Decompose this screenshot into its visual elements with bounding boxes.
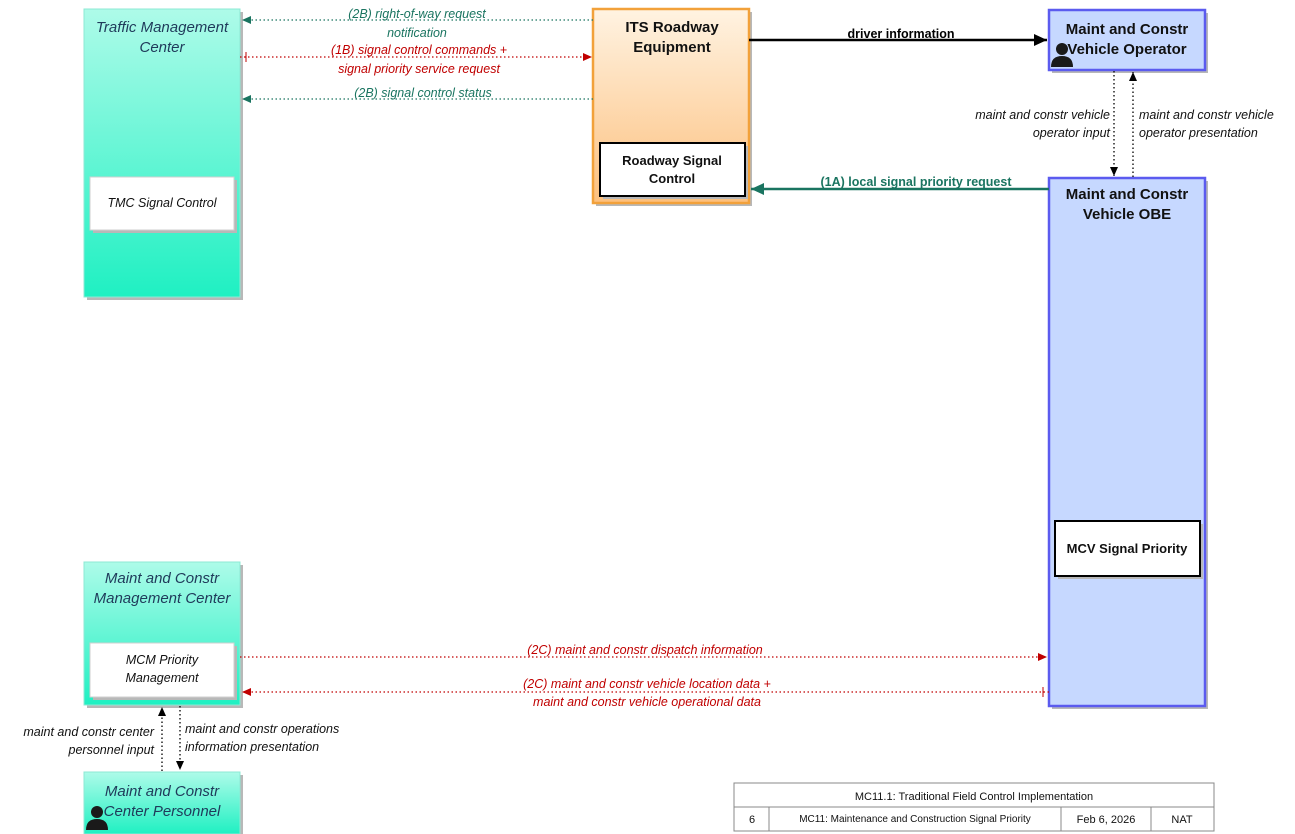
mcm-box: Maint and Constr Management Center MCM P… bbox=[83, 561, 243, 708]
flow-dispatch-info-label: (2C) maint and constr dispatch informati… bbox=[527, 643, 763, 657]
mc-personnel-box: Maint and Constr Center Personnel bbox=[83, 771, 243, 834]
flow-row-request: (2B) right-of-way request notification bbox=[242, 7, 593, 40]
flow-operator-presentation: maint and constr vehicle operator presen… bbox=[1129, 72, 1274, 177]
person-icon bbox=[1051, 43, 1073, 67]
mcv-obe-title-1: Maint and Constr bbox=[1066, 186, 1189, 203]
roadway-signal-control-2: Control bbox=[649, 171, 695, 186]
flow-signal-commands-label-2: signal priority service request bbox=[338, 62, 500, 76]
tmc-box: Traffic Management Center TMC Signal Con… bbox=[83, 8, 243, 300]
mcm-priority-1: MCM Priority bbox=[126, 653, 199, 667]
mc-personnel-title-1: Maint and Constr bbox=[105, 783, 220, 800]
tmc-title-2: Center bbox=[139, 39, 185, 56]
footer-scope: NAT bbox=[1171, 814, 1192, 826]
flow-operator-input: maint and constr vehicle operator input bbox=[975, 71, 1118, 176]
mcv-operator-title-2: Vehicle Operator bbox=[1067, 41, 1186, 58]
flow-personnel-input: maint and constr center personnel input bbox=[23, 707, 166, 771]
flow-row-request-label-1: (2B) right-of-way request bbox=[348, 7, 486, 21]
mcv-obe-box: Maint and Constr Vehicle OBE MCV Signal … bbox=[1047, 176, 1208, 709]
mcv-operator-title-1: Maint and Constr bbox=[1066, 21, 1189, 38]
flow-personnel-input-label-1: maint and constr center bbox=[23, 725, 154, 739]
footer-title-block: MC11.1: Traditional Field Control Implem… bbox=[733, 782, 1215, 832]
roadway-title-2: Equipment bbox=[633, 39, 711, 56]
flow-row-request-label-2: notification bbox=[387, 26, 447, 40]
flow-driver-info: driver information bbox=[749, 27, 1047, 46]
tmc-title-1: Traffic Management bbox=[96, 19, 229, 36]
flow-operator-input-label-1: maint and constr vehicle bbox=[975, 108, 1110, 122]
flow-signal-status: (2B) signal control status bbox=[242, 86, 593, 103]
flow-local-priority: (1A) local signal priority request bbox=[751, 175, 1049, 195]
footer-title: MC11.1: Traditional Field Control Implem… bbox=[855, 791, 1093, 803]
flow-location-data-label-1: (2C) maint and constr vehicle location d… bbox=[523, 677, 771, 691]
flow-driver-info-label: driver information bbox=[848, 27, 955, 41]
roadway-title-1: ITS Roadway bbox=[625, 19, 719, 36]
mcm-title-1: Maint and Constr bbox=[105, 570, 220, 587]
mcm-priority-2: Management bbox=[126, 671, 199, 685]
flow-signal-commands: (1B) signal control commands + signal pr… bbox=[240, 43, 592, 76]
flow-operator-presentation-label-2: operator presentation bbox=[1139, 126, 1258, 140]
flow-operator-input-label-2: operator input bbox=[1033, 126, 1111, 140]
footer-package: MC11: Maintenance and Construction Signa… bbox=[799, 814, 1031, 825]
flow-ops-presentation: maint and constr operations information … bbox=[176, 706, 339, 770]
mcv-signal-priority: MCV Signal Priority bbox=[1067, 541, 1188, 556]
mc-personnel-title-2: Center Personnel bbox=[104, 803, 221, 820]
person-icon bbox=[86, 806, 108, 830]
flow-location-data-label-2: maint and constr vehicle operational dat… bbox=[533, 695, 761, 709]
footer-number: 6 bbox=[749, 814, 755, 826]
flow-signal-status-label: (2B) signal control status bbox=[354, 86, 492, 100]
flow-personnel-input-label-2: personnel input bbox=[68, 743, 155, 757]
tmc-signal-control: TMC Signal Control bbox=[107, 196, 217, 210]
mcv-operator-box: Maint and Constr Vehicle Operator bbox=[1047, 8, 1208, 73]
roadway-box: ITS Roadway Equipment Roadway Signal Con… bbox=[591, 7, 752, 206]
flow-ops-presentation-label-2: information presentation bbox=[185, 740, 319, 754]
flow-signal-commands-label-1: (1B) signal control commands + bbox=[331, 43, 507, 57]
flow-local-priority-label: (1A) local signal priority request bbox=[820, 175, 1012, 189]
mcv-obe-title-2: Vehicle OBE bbox=[1083, 206, 1171, 223]
flow-ops-presentation-label-1: maint and constr operations bbox=[185, 722, 339, 736]
footer-date: Feb 6, 2026 bbox=[1077, 814, 1136, 826]
flow-location-data: (2C) maint and constr vehicle location d… bbox=[242, 677, 1049, 709]
flow-dispatch-info: (2C) maint and constr dispatch informati… bbox=[240, 643, 1047, 661]
roadway-signal-control-1: Roadway Signal bbox=[622, 153, 722, 168]
flow-operator-presentation-label-1: maint and constr vehicle bbox=[1139, 108, 1274, 122]
mcm-title-2: Management Center bbox=[94, 590, 232, 607]
